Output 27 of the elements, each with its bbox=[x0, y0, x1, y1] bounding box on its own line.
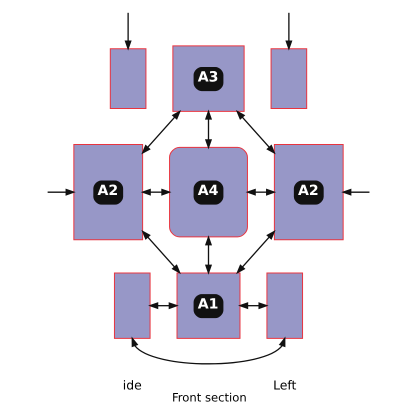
edge-label: Front section bbox=[171, 390, 246, 405]
arrow bbox=[148, 302, 178, 310]
arrow bbox=[140, 188, 171, 196]
arrow bbox=[124, 12, 132, 51]
node-box: A4 bbox=[168, 146, 248, 238]
arrow bbox=[204, 235, 212, 275]
arrow bbox=[236, 230, 276, 274]
node-label: Left bbox=[272, 377, 296, 392]
node-box bbox=[113, 272, 150, 339]
node-box: A1 bbox=[176, 272, 240, 339]
arrow bbox=[140, 110, 181, 154]
node-label: ide bbox=[122, 377, 142, 392]
node-box bbox=[266, 272, 303, 339]
arrow bbox=[47, 188, 76, 196]
arrow bbox=[245, 188, 276, 196]
node-box: A2 bbox=[72, 144, 143, 240]
arrow bbox=[284, 12, 292, 51]
arrow bbox=[204, 110, 212, 150]
node-box bbox=[270, 48, 307, 109]
arrow bbox=[235, 110, 276, 154]
arrow bbox=[131, 336, 285, 364]
arrow bbox=[140, 230, 180, 274]
node-box: A2 bbox=[273, 144, 344, 240]
arrow bbox=[238, 302, 268, 310]
node-box: A3 bbox=[172, 45, 244, 112]
arrow bbox=[340, 188, 369, 196]
node-box bbox=[109, 48, 146, 109]
